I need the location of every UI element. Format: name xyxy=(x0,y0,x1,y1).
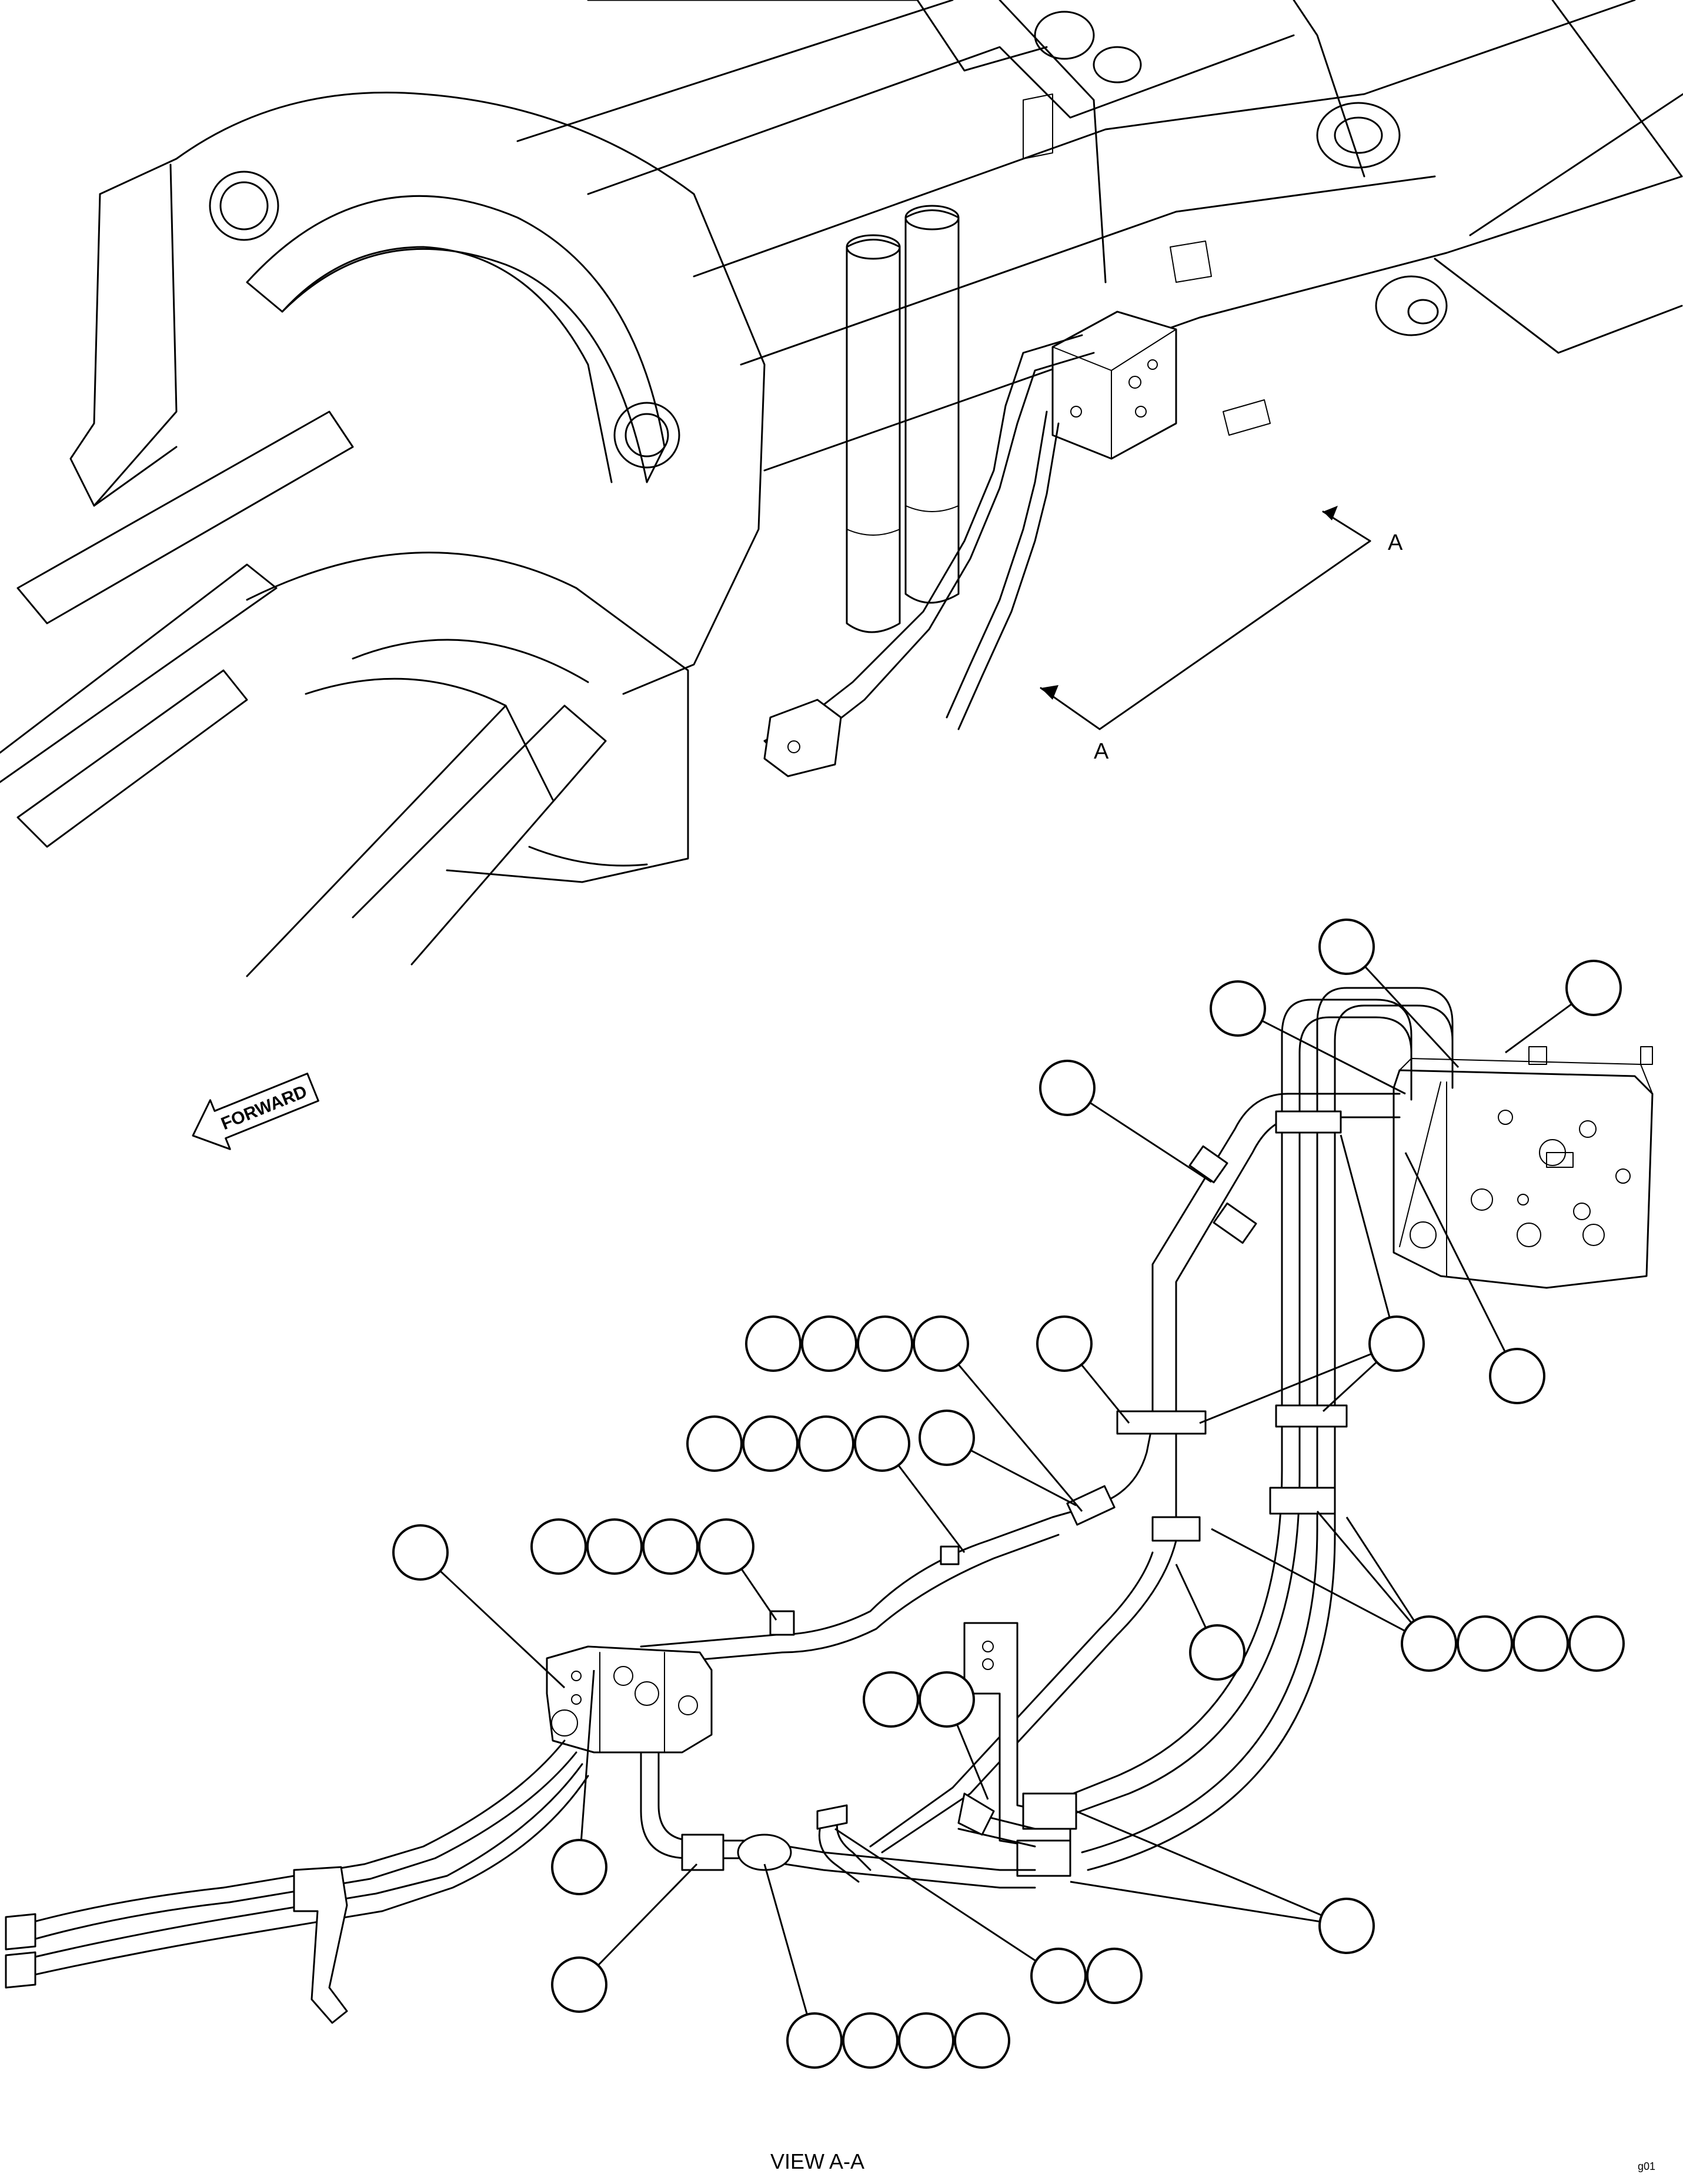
main-control-valve xyxy=(1393,1046,1654,1289)
callout-balloon xyxy=(1039,1060,1096,1116)
callout-balloon xyxy=(745,1315,802,1372)
callout-balloon xyxy=(1318,919,1375,975)
callout-balloon xyxy=(1318,1898,1375,1954)
callout-balloon xyxy=(1030,1948,1087,2004)
callout-balloon xyxy=(863,1671,919,1728)
lower-valve-top-view xyxy=(763,699,842,777)
callout-balloon xyxy=(1036,1315,1093,1372)
callout-balloon xyxy=(1086,1948,1143,2004)
view-title: VIEW A-A xyxy=(770,2149,864,2173)
callout-balloon xyxy=(798,1415,854,1472)
callout-balloon xyxy=(854,1415,910,1472)
callout-balloon xyxy=(1565,960,1622,1016)
lower-control-valve xyxy=(546,1645,713,1754)
forward-direction-arrow: FORWARD xyxy=(192,1073,319,1150)
callout-balloon xyxy=(698,1518,754,1575)
callout-balloon xyxy=(392,1524,449,1581)
callout-balloon xyxy=(1489,1348,1545,1404)
accumulator-cylinders xyxy=(846,205,960,633)
section-mark-bottom-label: A xyxy=(1094,739,1109,764)
callout-balloon xyxy=(1401,1615,1457,1672)
callout-balloon xyxy=(1210,980,1266,1037)
callout-balloon xyxy=(642,1518,699,1575)
section-marker: A A xyxy=(1040,506,1403,764)
callout-balloon xyxy=(1368,1315,1425,1372)
callout-balloon xyxy=(919,1410,975,1466)
callout-balloon xyxy=(1189,1624,1245,1681)
callout-balloon xyxy=(551,1956,607,2013)
callout-balloon xyxy=(842,2012,899,2069)
lines-top-view xyxy=(763,334,1095,760)
section-mark-top-label: A xyxy=(1388,530,1403,555)
callout-balloon xyxy=(954,2012,1010,2069)
hose-outlets-left xyxy=(5,1739,589,2024)
callout-balloon xyxy=(919,1671,975,1728)
callout-balloon xyxy=(742,1415,799,1472)
mounting-bracket xyxy=(963,1622,1077,1877)
callout-balloon xyxy=(530,1518,587,1575)
callout-balloons xyxy=(392,919,1625,2069)
callout-balloon xyxy=(801,1315,857,1372)
control-valve-top-view xyxy=(1051,310,1177,460)
callout-balloon xyxy=(551,1839,607,1895)
machine-frame-isometric xyxy=(0,0,1683,977)
callout-balloon xyxy=(857,1315,913,1372)
callout-balloon xyxy=(898,2012,954,2069)
callout-balloon xyxy=(586,1518,643,1575)
callout-balloon xyxy=(686,1415,743,1472)
callout-balloon xyxy=(913,1315,969,1372)
callout-balloon xyxy=(1568,1615,1625,1672)
callout-balloon xyxy=(1457,1615,1513,1672)
callout-balloon xyxy=(786,2012,843,2069)
line-clamps xyxy=(769,1110,1348,1636)
callout-balloon xyxy=(1512,1615,1569,1672)
figure-code: g01 xyxy=(1638,2160,1655,2172)
